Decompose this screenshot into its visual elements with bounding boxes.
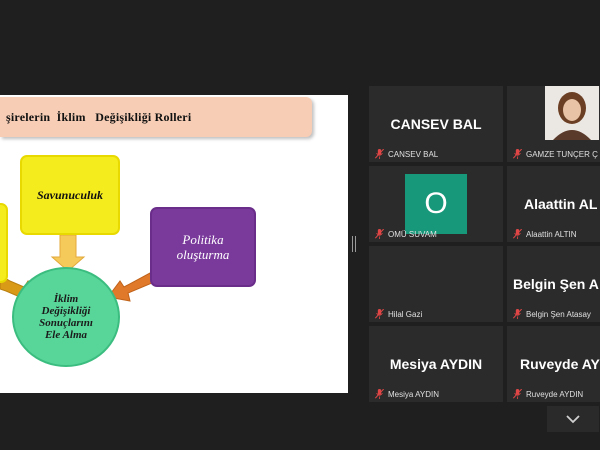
participant-tile[interactable]: O OMÜ SUVAM: [369, 166, 503, 242]
participant-tile[interactable]: Belgin Şen A Belgin Şen Atasay: [507, 246, 600, 322]
mic-muted-icon: [513, 149, 522, 159]
mic-muted-icon: [513, 389, 522, 399]
avatar-initial: O: [424, 187, 448, 220]
mic-muted-icon: [375, 229, 384, 239]
participant-display-name: Alaattin AL: [524, 196, 598, 212]
circle-line4: Ele Alma: [44, 329, 88, 341]
mic-muted-icon: [375, 389, 384, 399]
gallery-scroll-down-button[interactable]: [547, 406, 599, 432]
participant-video: [545, 86, 599, 140]
advocacy-label: Savunuculuk: [36, 187, 104, 202]
participant-tile[interactable]: CANSEV BAL CANSEV BAL: [369, 86, 503, 162]
participant-name: Ruveyde AYDIN: [526, 389, 584, 399]
participant-display-name: Mesiya AYDIN: [389, 356, 483, 372]
participant-name: CANSEV BAL: [388, 149, 439, 159]
participant-footer: Hilal Gazi: [375, 309, 422, 319]
participant-footer: CANSEV BAL: [375, 149, 438, 159]
diagram-box-advocacy: Savunuculuk: [20, 155, 120, 235]
participant-footer: OMÜ SUVAM: [375, 229, 437, 239]
policy-label-line2: oluşturma: [176, 247, 230, 262]
mic-muted-icon: [513, 309, 522, 319]
participant-tile[interactable]: Alaattin AL Alaattin ALTIN: [507, 166, 600, 242]
mic-muted-icon: [513, 229, 522, 239]
participant-name: OMÜ SUVAM: [388, 229, 437, 239]
slide-title: şirelerin İklim Değişikliği Rolleri: [6, 110, 192, 124]
diagram-box-policy: Politika oluşturma: [150, 207, 256, 287]
circle-line3: Sonuçlarını: [39, 317, 93, 329]
circle-line1: İklim: [53, 293, 79, 305]
shared-slide: şirelerin İklim Değişikliği Rolleri Savu…: [0, 95, 348, 393]
participant-name: Belgin Şen Atasay: [526, 309, 591, 319]
participant-tile[interactable]: GAMZE TUNÇER Ç: [507, 86, 600, 162]
participant-tile[interactable]: Hilal Gazi: [369, 246, 503, 322]
arrow-policy: [107, 272, 153, 302]
chevron-down-icon: [566, 414, 580, 423]
slide-title-banner: şirelerin İklim Değişikliği Rolleri: [0, 97, 312, 137]
diagram-center-circle: İklim Değişikliği Sonuçlarını Ele Alma: [12, 267, 120, 367]
participant-footer: GAMZE TUNÇER Ç: [513, 149, 598, 159]
participant-name: GAMZE TUNÇER Ç: [526, 149, 598, 159]
participant-footer: Alaattin ALTIN: [513, 229, 577, 239]
participant-display-name: Ruveyde AY: [520, 356, 600, 372]
participant-display-name: CANSEV BAL: [390, 116, 482, 132]
participant-photo: [545, 86, 599, 140]
participant-name: Alaattin ALTIN: [526, 229, 577, 239]
participant-footer: Ruveyde AYDIN: [513, 389, 583, 399]
participant-footer: Mesiya AYDIN: [375, 389, 439, 399]
participant-tile[interactable]: Mesiya AYDIN Mesiya AYDIN: [369, 326, 503, 402]
participant-avatar: O: [405, 174, 467, 234]
policy-label-line1: Politika: [182, 232, 224, 247]
participant-tile[interactable]: Ruveyde AY Ruveyde AYDIN: [507, 326, 600, 402]
panel-splitter-handle[interactable]: [352, 236, 356, 252]
participant-name: Hilal Gazi: [388, 309, 423, 319]
participant-footer: Belgin Şen Atasay: [513, 309, 591, 319]
circle-line2: Değişikliği: [41, 305, 91, 317]
arrow-advocacy: [50, 234, 86, 272]
diagram-box-left: [0, 203, 8, 283]
mic-muted-icon: [375, 309, 384, 319]
mic-muted-icon: [375, 149, 384, 159]
participant-name: Mesiya AYDIN: [388, 389, 439, 399]
participant-display-name: Belgin Şen A: [513, 276, 599, 292]
